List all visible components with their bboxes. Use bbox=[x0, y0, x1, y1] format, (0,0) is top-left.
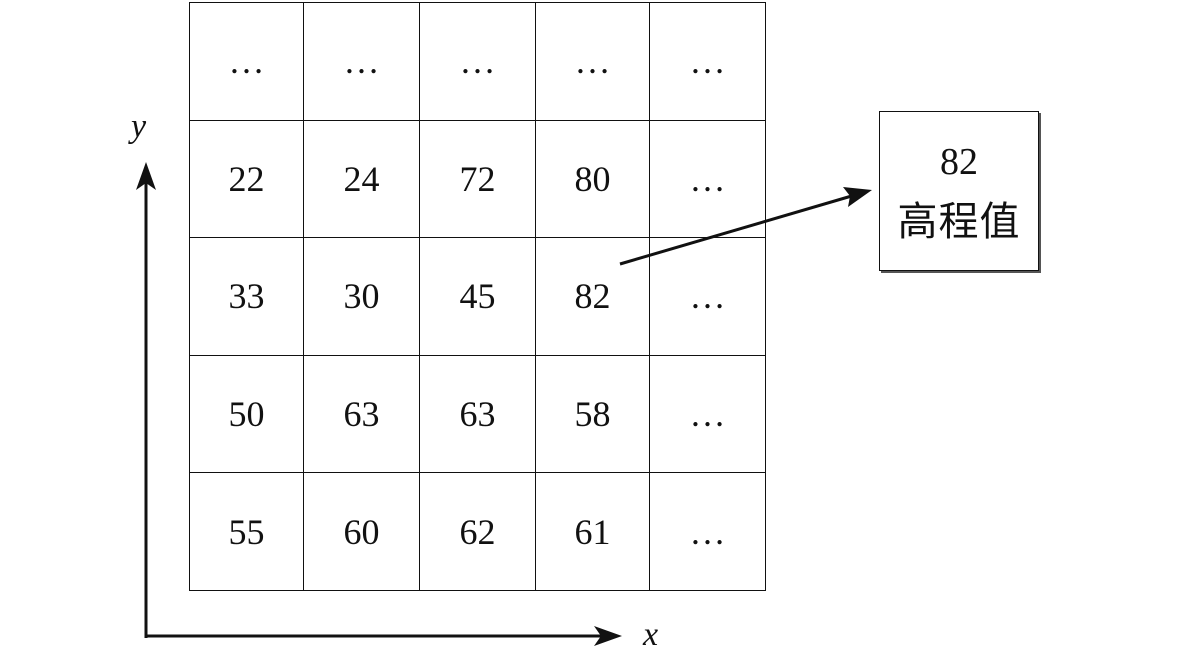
grid-cell: 63 bbox=[303, 354, 420, 474]
grid-cell: … bbox=[649, 472, 766, 591]
y-axis-label: y bbox=[131, 108, 147, 145]
grid-cell: … bbox=[189, 2, 304, 121]
grid-cell: 22 bbox=[189, 119, 304, 239]
grid-cell: 45 bbox=[419, 237, 536, 356]
callout-value: 82 bbox=[940, 141, 978, 183]
grid-cell: … bbox=[535, 2, 650, 121]
grid-cell: 58 bbox=[535, 354, 650, 474]
grid-cell: 24 bbox=[303, 119, 420, 239]
grid-cell: … bbox=[419, 2, 536, 121]
grid-cell: 61 bbox=[535, 472, 650, 591]
grid-cell: 30 bbox=[303, 237, 420, 356]
callout-arrowhead bbox=[843, 187, 872, 207]
y-axis-arrowhead bbox=[136, 162, 156, 190]
x-axis-arrowhead bbox=[594, 626, 622, 646]
grid-cell: 33 bbox=[189, 237, 304, 356]
grid-row: …………… bbox=[189, 2, 766, 121]
grid-cell: … bbox=[303, 2, 420, 121]
grid-cell: … bbox=[649, 354, 766, 474]
grid-cell: 63 bbox=[419, 354, 536, 474]
x-axis-label: x bbox=[643, 616, 659, 653]
grid-cell: … bbox=[649, 237, 766, 356]
grid-cell: 55 bbox=[189, 472, 304, 591]
grid-cell: 50 bbox=[189, 354, 304, 474]
elevation-callout-box: 82 高程值 bbox=[879, 111, 1039, 271]
grid-cell: 62 bbox=[419, 472, 536, 591]
grid-cell: 60 bbox=[303, 472, 420, 591]
grid-cell: 80 bbox=[535, 119, 650, 239]
callout-label: 高程值 bbox=[897, 199, 1021, 245]
grid-cell: 72 bbox=[419, 119, 536, 239]
grid-cell: 82 bbox=[535, 237, 650, 356]
grid-cell: … bbox=[649, 2, 766, 121]
grid-cell: … bbox=[649, 119, 766, 239]
